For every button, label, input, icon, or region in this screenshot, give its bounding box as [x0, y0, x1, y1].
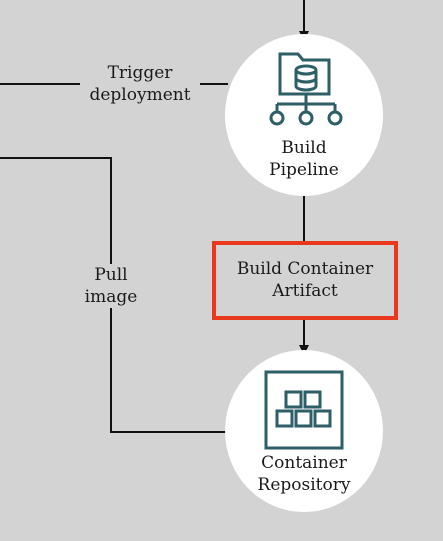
artifact-label-line1: Build Container — [236, 259, 374, 279]
container-repository-label-line2: Repository — [257, 475, 351, 495]
container-repository-label-line1: Container — [261, 453, 347, 473]
build-container-artifact-label: Build Container Artifact — [212, 258, 398, 302]
container-blocks-icon — [264, 370, 344, 450]
artifact-label-line2: Artifact — [272, 281, 338, 301]
build-container-artifact-box[interactable] — [212, 241, 398, 320]
build-pipeline-label-line2: Pipeline — [269, 160, 339, 180]
container-repository-label: Container Repository — [225, 452, 383, 496]
trigger-label-line1: Trigger — [107, 63, 173, 83]
pull-image-label: Pull image — [76, 264, 146, 308]
build-pipeline-label: Build Pipeline — [225, 137, 383, 181]
trigger-deployment-label: Trigger deployment — [80, 62, 200, 106]
container-repository-node[interactable] — [225, 350, 383, 512]
pipeline-database-icon — [269, 52, 343, 126]
pull-label-line1: Pull — [94, 265, 128, 285]
build-pipeline-label-line1: Build — [281, 138, 327, 158]
pull-label-line2: image — [84, 287, 138, 307]
trigger-label-line2: deployment — [89, 85, 191, 105]
